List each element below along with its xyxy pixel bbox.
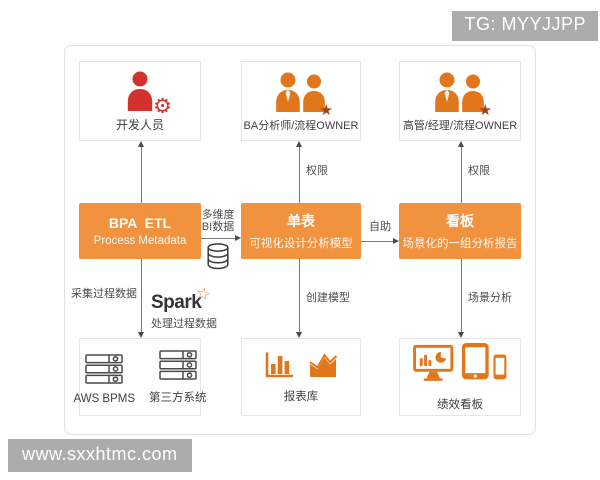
stage-box-bpa-etl: BPA ETL Process Metadata	[79, 203, 201, 259]
edge-label-line: BI数据	[201, 221, 235, 233]
server-stack-icon	[159, 349, 197, 380]
edge-label-line: 多维度	[201, 209, 235, 221]
connector-singletable-to-reports	[299, 259, 300, 332]
edge-label-permission: 权限	[468, 165, 490, 177]
edge-label-permission: 权限	[306, 165, 328, 177]
system-label: AWS BPMS	[73, 392, 136, 405]
stage-subtitle: 可视化设计分析模型	[249, 238, 353, 250]
arrow-down-icon	[457, 332, 464, 338]
system-label: 绩效看板	[437, 398, 483, 411]
spark-logo-text: Spark	[151, 292, 202, 313]
actor-label: 开发人员	[115, 118, 164, 132]
stage-title: BPA ETL	[108, 215, 172, 231]
stage-box-single-table: 单表 可视化设计分析模型	[241, 203, 361, 259]
edge-label-handle-data: 处理过程数据	[151, 318, 217, 330]
arrow-down-icon	[295, 332, 302, 338]
bar-chart-icon	[265, 352, 293, 377]
spark-star-icon: ☆	[194, 284, 212, 305]
edge-label-scenario-analysis: 场景分析	[468, 292, 512, 304]
edge-label-multidim-bi-data: 多维度 BI数据	[195, 209, 241, 233]
stage-subtitle: Process Metadata	[93, 235, 187, 247]
system-box-performance-board: 绩效看板	[399, 338, 521, 416]
two-people-star-icon: ★	[433, 70, 492, 118]
arrow-up-icon	[295, 141, 302, 147]
arrow-up-icon	[137, 141, 144, 147]
actor-label: BA分析师/流程OWNER	[243, 119, 359, 132]
server-stack-icon	[85, 353, 123, 384]
connector-bpa-to-sources	[141, 259, 142, 332]
diagram-panel: ⚙ 开发人员 ★ BA分析师/流程OWNER ★	[64, 45, 536, 435]
developer-gear-icon: ⚙	[125, 69, 172, 117]
gear-icon: ⚙	[153, 95, 172, 118]
arrow-right-icon	[235, 234, 241, 241]
connector-singletable-to-dashboard	[361, 241, 393, 242]
connector-bpa-to-developer	[141, 147, 142, 203]
arrow-up-icon	[457, 141, 464, 147]
watermark-bottom-left: www.sxxhtmc.com	[8, 439, 192, 472]
area-chart-icon	[309, 352, 338, 377]
actor-box-developer: ⚙ 开发人员	[79, 61, 201, 141]
stage-box-dashboard: 看板 场景化的一组分析报告	[399, 203, 521, 259]
stage-title: 单表	[287, 213, 315, 229]
actor-label: 高管/经理/流程OWNER	[402, 119, 518, 132]
connector-singletable-to-analyst	[299, 147, 300, 203]
star-icon: ★	[478, 101, 492, 119]
star-icon: ★	[319, 101, 333, 119]
stage-title: 看板	[446, 213, 474, 229]
spark-logo: Spark☆	[151, 284, 212, 314]
connector-dashboard-to-board	[461, 259, 462, 332]
watermark-top-right: TG: MYYJJPP	[452, 11, 598, 41]
system-box-report-library: 报表库	[241, 338, 361, 416]
connector-bpa-to-singletable	[201, 238, 235, 239]
edge-label-create-model: 创建模型	[306, 292, 350, 304]
devices-icon	[413, 342, 507, 381]
actor-box-executive: ★ 高管/经理/流程OWNER	[399, 61, 521, 141]
connector-dashboard-to-executive	[461, 147, 462, 203]
edge-label-self-service: 自助	[369, 221, 391, 233]
database-icon	[207, 243, 229, 270]
system-label: 报表库	[283, 390, 319, 403]
system-box-sources: AWS BPMS 第三方系统	[73, 338, 207, 416]
actor-box-ba-analyst: ★ BA分析师/流程OWNER	[241, 61, 361, 141]
edge-label-collect-data: 采集过程数据	[71, 288, 137, 300]
arrow-down-icon	[137, 332, 144, 338]
two-people-star-icon: ★	[274, 70, 333, 118]
system-label: 第三方系统	[149, 391, 207, 404]
stage-subtitle: 场景化的一组分析报告	[402, 238, 518, 250]
arrow-right-icon	[393, 237, 399, 244]
